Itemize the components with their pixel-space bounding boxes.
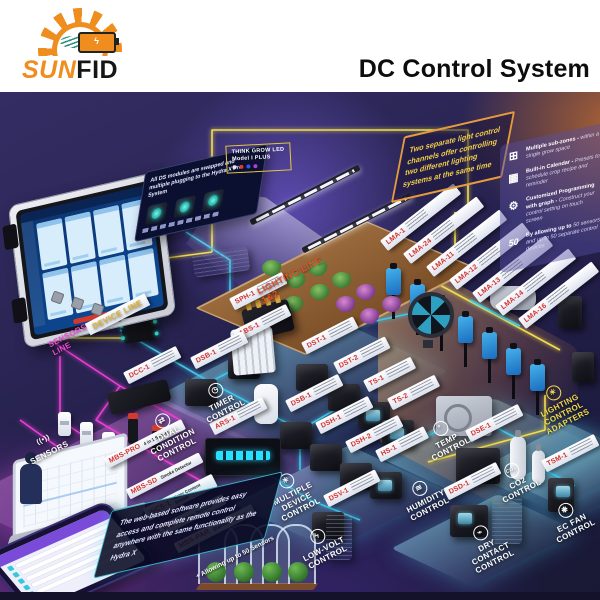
- page-title: DC Control System: [358, 55, 590, 83]
- led-label-line2: Model I PLUS: [231, 154, 271, 163]
- module-cube-icon: [145, 202, 168, 226]
- plant: [332, 272, 352, 288]
- co2-tank: [510, 430, 526, 480]
- brand-wordmark: SUNFID: [22, 56, 119, 84]
- person-silhouette: [16, 452, 46, 514]
- plant: [310, 284, 330, 300]
- tablet-tile: [99, 254, 131, 308]
- led-display-unit: [205, 438, 281, 476]
- lma-adapter-device: [530, 359, 545, 415]
- device-screen: [378, 480, 392, 491]
- battery-icon: ϟ: [78, 32, 119, 53]
- programming-icon: ⚙: [508, 199, 519, 214]
- lma-adapter-device: [506, 343, 521, 399]
- module-device: [280, 422, 312, 449]
- plant: [382, 296, 402, 312]
- module-cube-icon: [173, 195, 196, 220]
- calendar-icon: ▦: [508, 171, 519, 186]
- device-cube: [558, 296, 582, 328]
- sun-icon: ϟ: [30, 6, 130, 56]
- tablet-tile: [36, 218, 68, 271]
- bottom-bar: [0, 592, 600, 600]
- co2-tank-small: [532, 444, 545, 484]
- dehumidifier: [492, 496, 522, 544]
- plant: [286, 272, 306, 288]
- device-screen: [458, 513, 472, 524]
- device-screen: [390, 428, 404, 439]
- module-device: [310, 444, 342, 471]
- air-purifier: [326, 514, 352, 560]
- fifty-icon: 50: [508, 236, 519, 249]
- plant: [308, 260, 328, 276]
- system-diagram: All DS modules are swapped and multiple …: [0, 92, 600, 600]
- zones-icon: ⊞: [508, 149, 519, 164]
- header: ϟ SUNFID DC Control System: [0, 0, 600, 92]
- grow-led-label: THINK GROW LED Model I PLUS: [225, 142, 292, 174]
- module-cube-icon: [201, 189, 225, 213]
- plant: [336, 296, 356, 312]
- tablet-connector: [2, 223, 19, 251]
- tablet-tile: [64, 211, 96, 264]
- lma-adapter-device: [482, 327, 497, 383]
- plant: [360, 308, 380, 324]
- plant: [356, 284, 376, 300]
- lma-adapter-device: [386, 263, 401, 319]
- device-cube: [572, 352, 594, 382]
- tablet-tile: [93, 204, 125, 258]
- sunfid-logo: ϟ SUNFID: [20, 4, 150, 90]
- led-channel-dots: [232, 163, 285, 170]
- features-panel: ⊞Multiple sub-zones - within a single gr…: [500, 122, 600, 274]
- plant: [262, 260, 282, 276]
- circulation-fan: [408, 292, 454, 348]
- device-screen: [366, 410, 380, 421]
- module-device: [450, 505, 488, 537]
- light-channels-text: Two separate light control channels offe…: [402, 124, 502, 189]
- module-device: [185, 379, 217, 406]
- tablet-connector: [11, 296, 28, 324]
- module-device: [548, 478, 574, 512]
- lma-adapter-device: [458, 311, 473, 367]
- device-screen: [556, 486, 570, 497]
